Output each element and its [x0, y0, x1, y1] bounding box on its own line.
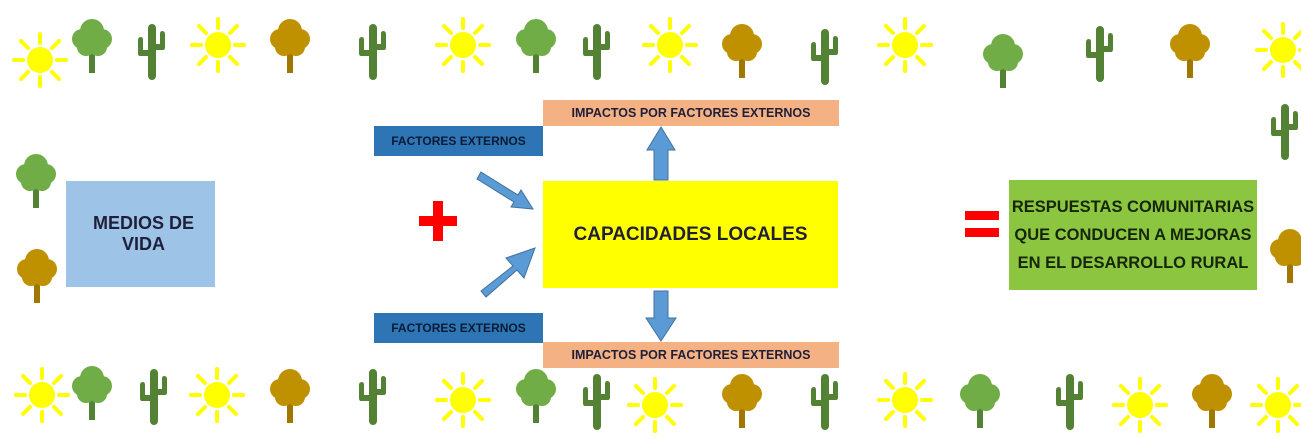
- capacidades-locales-label: CAPACIDADES LOCALES: [573, 223, 808, 245]
- impactos-box-bottom: IMPACTOS POR FACTORES EXTERNOS: [543, 342, 839, 368]
- sun-icon: [435, 372, 491, 428]
- cactus-icon: [583, 24, 610, 80]
- sun-icon: [435, 17, 491, 73]
- factores-externos-box-top: FACTORES EXTERNOS: [374, 126, 543, 156]
- tree-icon: [722, 374, 762, 428]
- medios-de-vida-box: MEDIOS DE VIDA: [66, 181, 215, 287]
- cactus-icon: [359, 24, 386, 80]
- sun-icon: [14, 367, 70, 423]
- arrow-factores-bottom-icon: [480, 247, 536, 298]
- sun-icon: [12, 32, 68, 88]
- impactos-label-top: IMPACTOS POR FACTORES EXTERNOS: [571, 106, 811, 120]
- respuestas-line-1: RESPUESTAS COMUNITARIAS: [1011, 198, 1255, 216]
- tree-icon: [722, 24, 762, 78]
- cactus-icon: [138, 24, 165, 80]
- respuestas-line-2: QUE CONDUCEN A MEJORAS: [1014, 226, 1252, 244]
- tree-icon: [983, 34, 1023, 88]
- medios-de-vida-label: MEDIOS DE VIDA: [92, 213, 194, 254]
- tree-icon: [516, 369, 556, 423]
- sun-icon: [1250, 377, 1301, 433]
- equals-icon: [965, 211, 999, 237]
- factores-externos-box-bottom: FACTORES EXTERNOS: [374, 313, 543, 343]
- tree-icon: [270, 369, 310, 423]
- sun-icon: [189, 367, 245, 423]
- cactus-icon: [811, 374, 838, 430]
- tree-icon: [1270, 229, 1301, 283]
- sun-icon: [627, 377, 683, 433]
- cactus-icon: [811, 29, 838, 85]
- cactus-icon: [583, 374, 610, 430]
- capacidades-locales-box: CAPACIDADES LOCALES: [543, 181, 838, 288]
- respuestas-line-3: EN EL DESARROLLO RURAL: [1017, 254, 1249, 272]
- tree-icon: [270, 19, 310, 73]
- cactus-icon: [359, 369, 386, 425]
- tree-icon: [72, 19, 112, 73]
- sun-icon: [642, 17, 698, 73]
- arrow-factores-top-icon: [476, 171, 534, 210]
- sun-icon: [877, 17, 933, 73]
- tree-icon: [16, 154, 56, 208]
- respuestas-comunitarias-box: RESPUESTAS COMUNITARIAS QUE CONDUCEN A M…: [1009, 180, 1257, 290]
- tree-icon: [516, 19, 556, 73]
- cactus-icon: [1056, 374, 1083, 430]
- tree-icon: [1192, 374, 1232, 428]
- sun-icon: [877, 372, 933, 428]
- cactus-icon: [1086, 26, 1113, 82]
- arrow-down-impactos-icon: [645, 290, 677, 342]
- sun-icon: [1112, 377, 1168, 433]
- tree-icon: [960, 374, 1000, 428]
- sun-icon: [190, 17, 246, 73]
- tree-icon: [17, 249, 57, 303]
- cactus-icon: [1271, 104, 1298, 160]
- impactos-label-bottom: IMPACTOS POR FACTORES EXTERNOS: [571, 348, 811, 362]
- factores-externos-label-bottom: FACTORES EXTERNOS: [391, 321, 526, 335]
- arrow-up-impactos-icon: [646, 126, 676, 181]
- cactus-icon: [140, 369, 167, 425]
- sun-icon: [1255, 22, 1301, 78]
- tree-icon: [72, 366, 112, 420]
- tree-icon: [1170, 24, 1210, 78]
- impactos-box-top: IMPACTOS POR FACTORES EXTERNOS: [543, 100, 839, 126]
- plus-icon: [419, 201, 457, 241]
- factores-externos-label-top: FACTORES EXTERNOS: [391, 134, 526, 148]
